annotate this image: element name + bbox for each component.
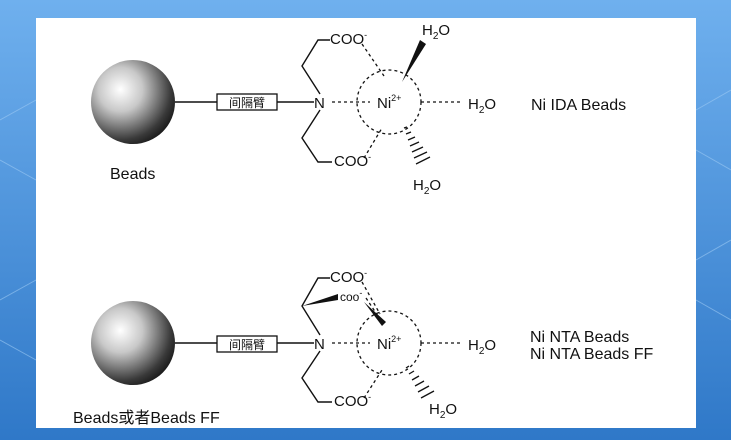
water-ligand-top: H2O (422, 22, 450, 42)
carboxylate-bottom: COO- (334, 392, 371, 410)
spacer-arm-label: 间隔臂 (229, 338, 265, 352)
ida-structure: 间隔臂 N COO- COO- Ni2+ H2O H2O H2O (91, 22, 626, 197)
wedge-bond (364, 302, 386, 326)
bead-label-top: Beads (110, 166, 155, 183)
nitrogen-atom: N (314, 336, 325, 353)
water-ligand-bottom: H2O (429, 401, 457, 421)
wedge-bond (302, 294, 338, 306)
nickel-ion: Ni2+ (377, 334, 401, 353)
spacer-arm-label: 间隔臂 (229, 96, 265, 110)
nta-structure: 间隔臂 N COO- coo- COO- Ni2+ H2O (73, 268, 654, 427)
wedge-bond (402, 40, 426, 82)
carboxylate-bottom: COO- (334, 152, 371, 170)
water-ligand-bottom: H2O (413, 177, 441, 197)
carboxylate-middle: coo- (340, 288, 362, 304)
product-name-ida: Ni IDA Beads (531, 97, 626, 114)
hashed-bond (405, 365, 435, 399)
spacer-arm-box (216, 335, 278, 353)
water-ligand-right: H2O (468, 337, 496, 357)
carboxylate-top: COO- (330, 30, 367, 48)
water-ligand-right: H2O (468, 96, 496, 116)
product-name-nta: Ni NTA Beads (530, 329, 629, 346)
nitrogen-atom: N (314, 95, 325, 112)
bead-sphere (91, 301, 175, 385)
bead-label-bottom: Beads或者Beads FF (73, 409, 220, 427)
hashed-bond (403, 126, 431, 165)
bead-sphere (91, 60, 175, 144)
nickel-ion: Ni2+ (377, 93, 401, 112)
carboxylate-top: COO- (330, 268, 367, 286)
product-name-nta-ff: Ni NTA Beads FF (530, 346, 654, 363)
